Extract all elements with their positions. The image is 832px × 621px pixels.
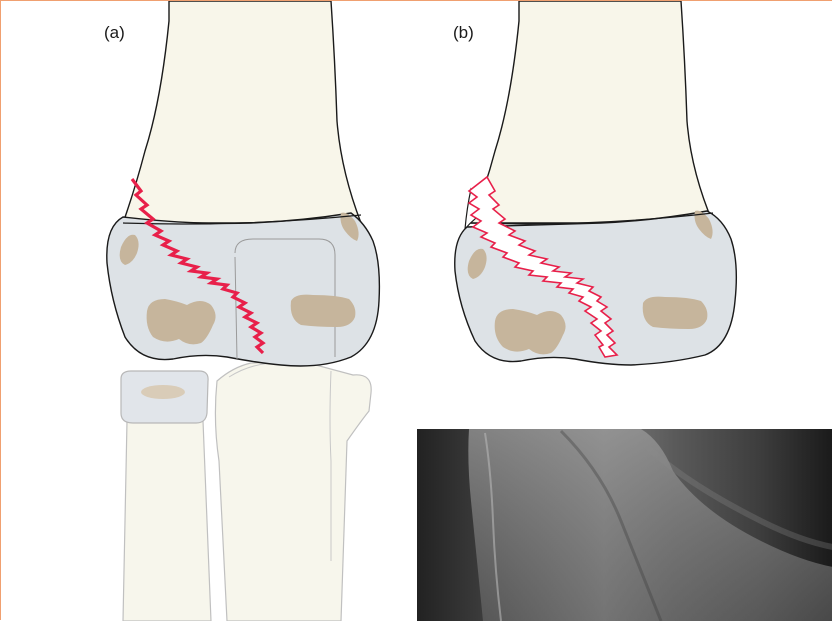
xray-image: [417, 429, 832, 621]
panel-b: [455, 1, 737, 365]
femoral-epiphysis: [107, 213, 380, 366]
panel-a: [107, 1, 380, 621]
fibula: [123, 421, 211, 621]
lower-leg-bones: [121, 361, 371, 621]
ossification-center-lateral: [291, 295, 356, 327]
femur-shaft-b: [471, 1, 713, 223]
tibia: [215, 361, 371, 621]
ossification-center-medial: [147, 299, 216, 344]
panel-label-a: (a): [104, 23, 125, 43]
ossification-center-medial-b: [495, 309, 566, 354]
fibula-ossification-center: [141, 385, 185, 399]
panel-label-b: (b): [453, 23, 474, 43]
femur-shaft: [123, 1, 361, 223]
ossification-center-lateral-b: [643, 297, 708, 329]
